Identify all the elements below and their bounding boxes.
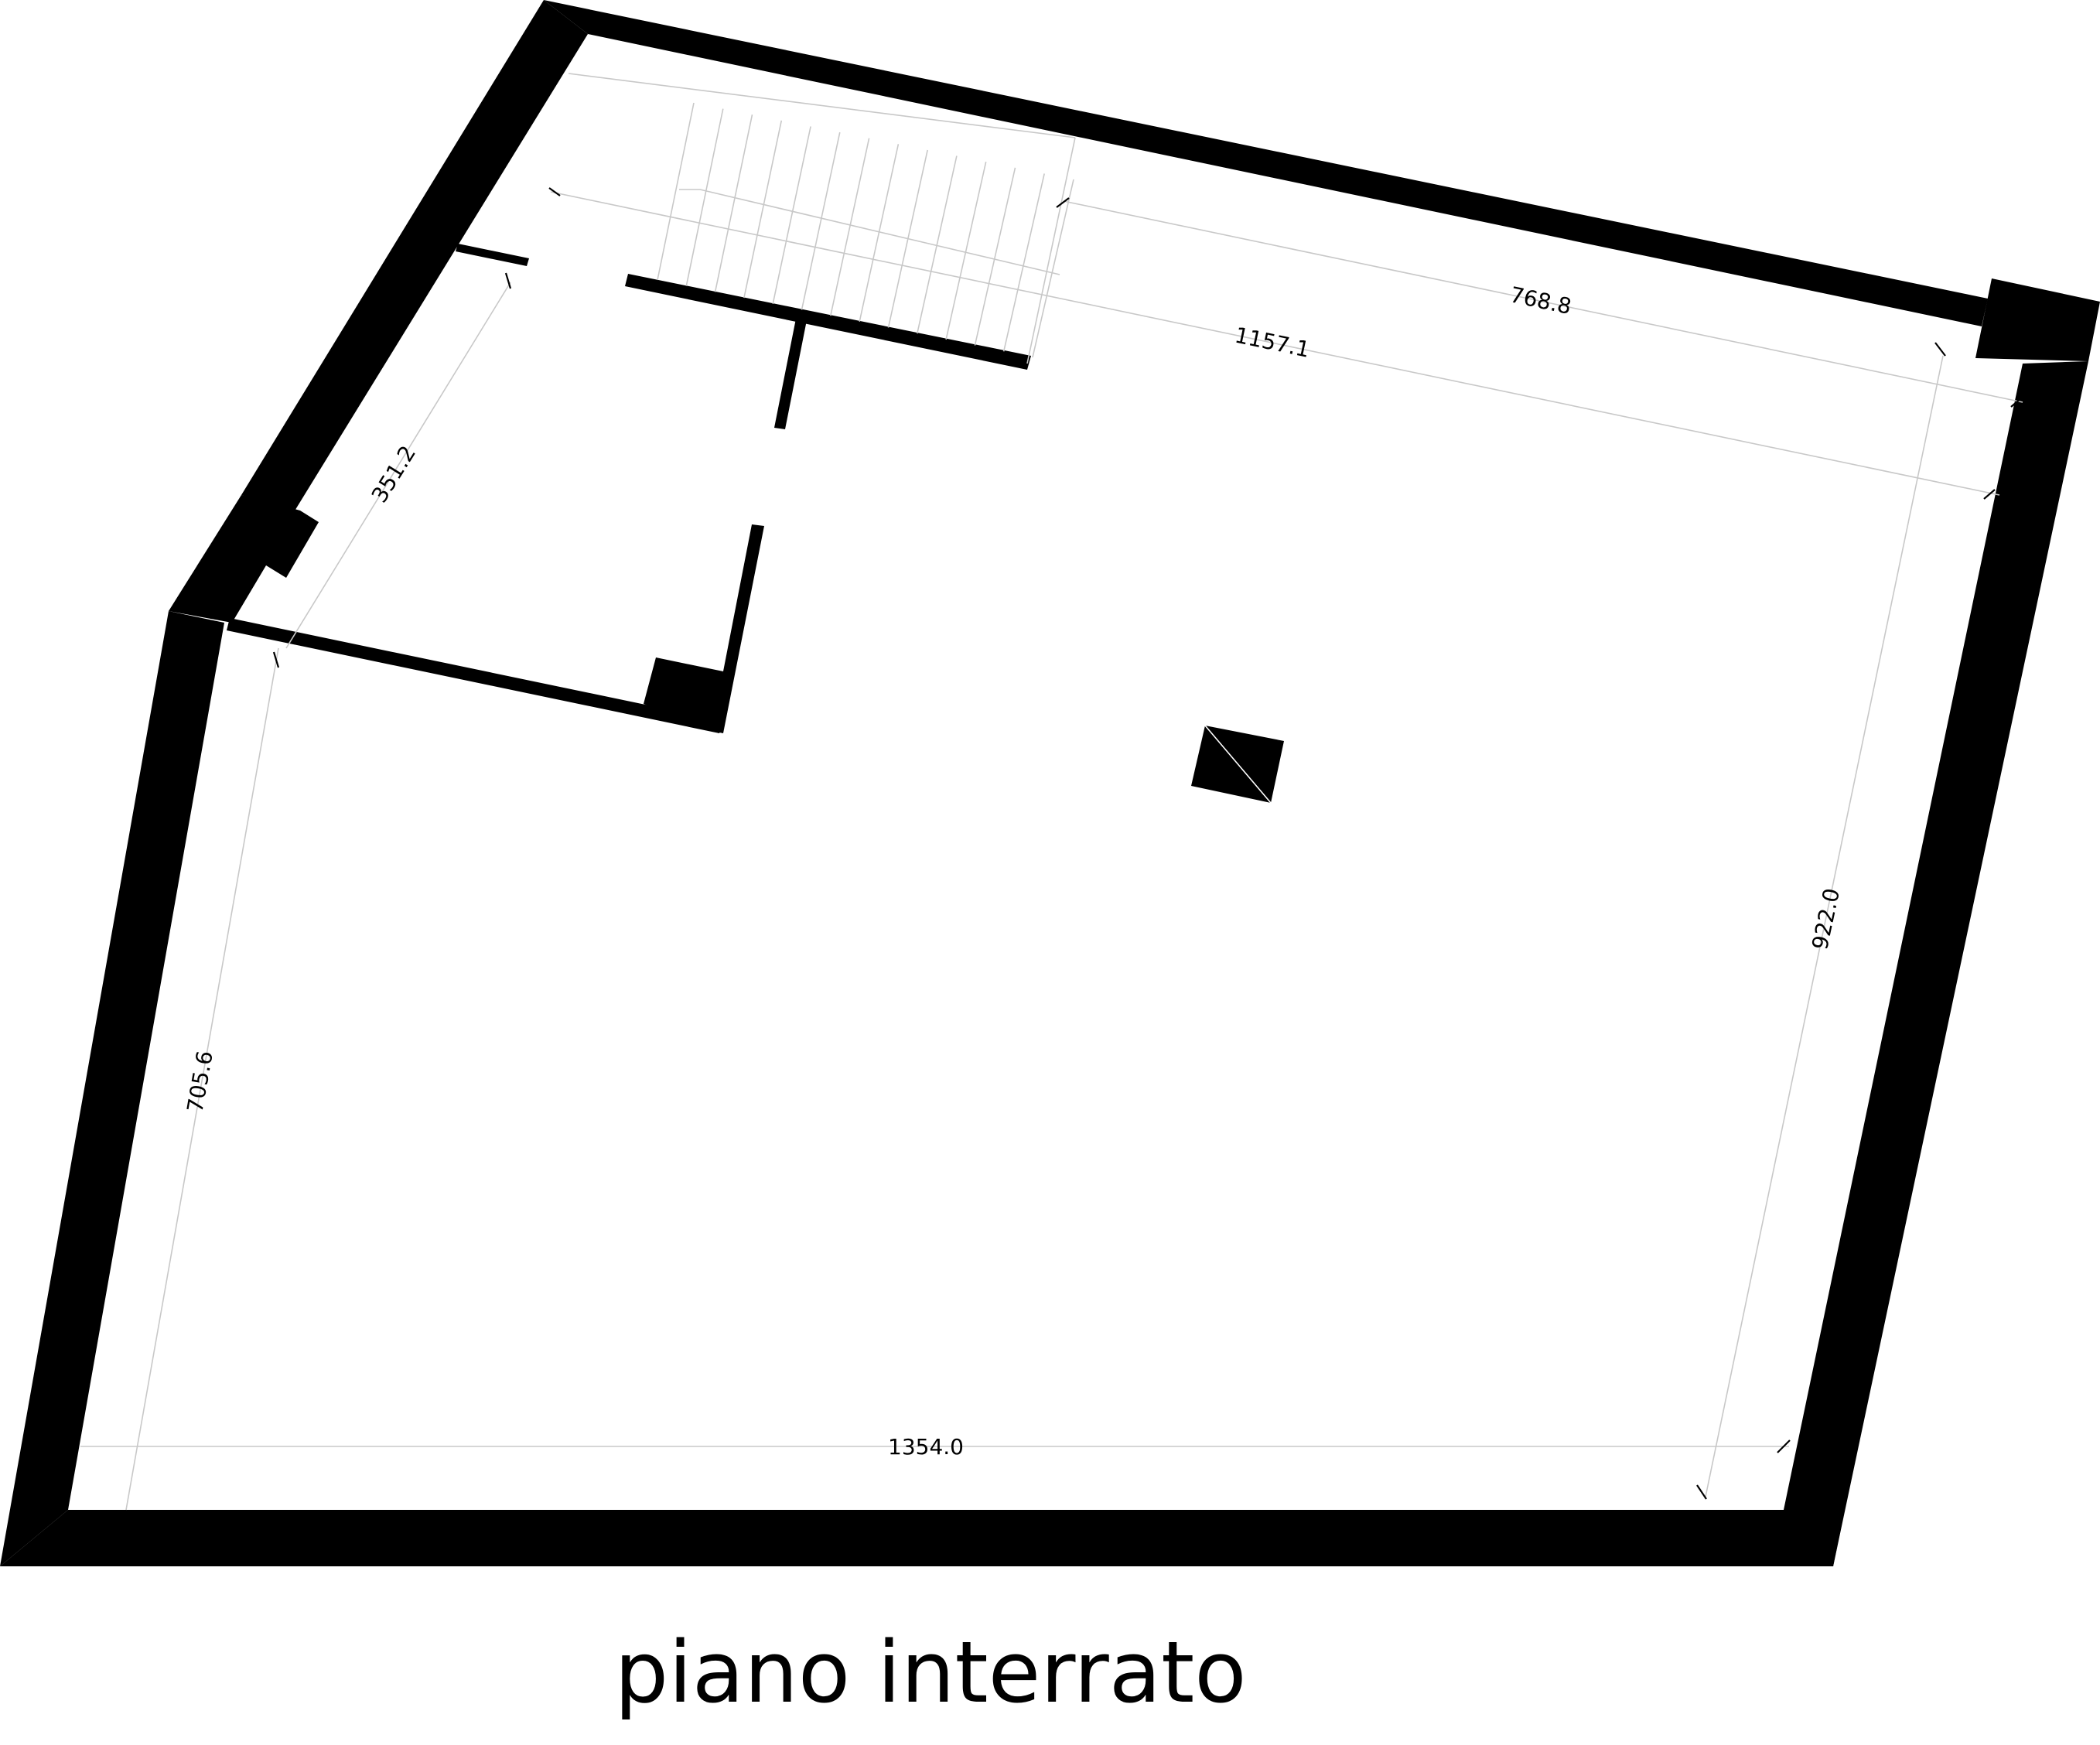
column-diagonal (1204, 725, 1272, 804)
wall-end-block (644, 657, 723, 733)
stair-tread (917, 155, 958, 334)
stair-tread (945, 162, 987, 340)
dim-label-left: 705.6 (182, 1049, 217, 1115)
top-wall (544, 0, 1988, 326)
stair-outline-top (568, 73, 1076, 138)
stair-wall-stub (774, 319, 807, 429)
stair-tread (1032, 179, 1074, 358)
dim-label-bottom: 1354.0 (888, 1434, 964, 1460)
dim-tick (1696, 1484, 1707, 1500)
dim-tick (1777, 1439, 1791, 1453)
stair-wall (625, 274, 1031, 370)
upper-left-wall (241, 0, 588, 512)
dim-tick (504, 272, 512, 289)
dim-label-right: 922.0 (1807, 886, 1845, 951)
dim-label-top-span: 1157.1 (1233, 323, 1313, 363)
dim-line-top-span (550, 191, 2000, 496)
dimension-labels: 768.8 1157.1 351.2 705.6 922.0 1354.0 (182, 282, 1845, 1460)
dim-label-lower-left: 351.2 (367, 441, 421, 507)
dim-line-top-right (1063, 200, 2023, 403)
interior-walls (227, 244, 1284, 804)
stair-tread (974, 167, 1016, 346)
lower-interior-wall (227, 618, 723, 733)
stair-tread (685, 108, 724, 286)
dim-line-lower-left (285, 282, 511, 649)
stair-tread (772, 126, 811, 304)
dim-tick (1934, 342, 1946, 357)
dim-tick (548, 187, 561, 196)
top-right-pillar (1975, 278, 2100, 361)
stair-tread (859, 144, 900, 322)
interior-wall-short (456, 244, 529, 266)
left-wall-notch (169, 495, 319, 623)
stair-tread (714, 114, 753, 292)
bottom-wall (0, 1510, 1845, 1566)
staircase (568, 73, 1076, 364)
plan-title: piano interrato (614, 1623, 1246, 1722)
left-wall (0, 611, 224, 1566)
dim-line-right (1705, 355, 1944, 1497)
dim-tick (1056, 197, 1070, 208)
stair-arrow (679, 189, 1060, 275)
stair-outline-right (1026, 137, 1076, 364)
outer-walls (0, 0, 2100, 1566)
stair-tread (1002, 173, 1045, 352)
stair-tread (887, 149, 928, 328)
right-wall (1784, 361, 2088, 1566)
partition-wall (712, 524, 764, 733)
dim-tick (272, 651, 280, 668)
dim-tick (1983, 489, 1996, 500)
dim-label-top-right: 768.8 (1508, 282, 1573, 319)
dimension-lines (80, 187, 2023, 1511)
stair-tread (801, 131, 841, 310)
stair-tread (657, 102, 695, 281)
dim-tick (2010, 397, 2023, 408)
stair-tread (830, 138, 870, 316)
dim-line-left (125, 647, 279, 1511)
stair-tread (743, 120, 783, 299)
